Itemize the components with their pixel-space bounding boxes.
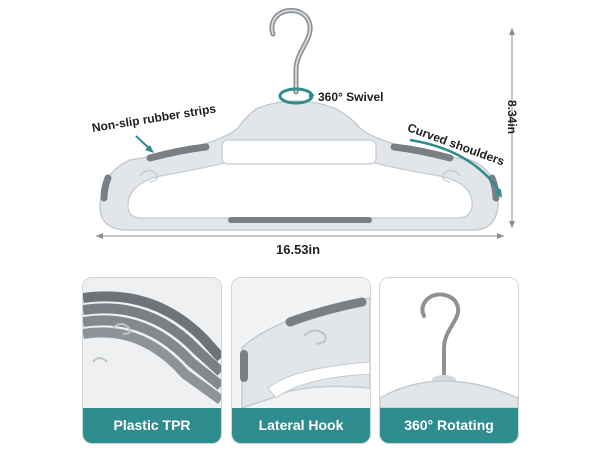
lateral-hook-image bbox=[232, 278, 370, 408]
rubber-strip-right bbox=[390, 143, 454, 162]
shoulder-arrow-icon bbox=[409, 138, 502, 193]
panel-360-rotating: 360° Rotating bbox=[379, 277, 519, 444]
width-label: 16.53in bbox=[276, 242, 321, 257]
height-label: 8.34in bbox=[505, 99, 520, 135]
hanger-illustration bbox=[96, 8, 515, 239]
rubber-strip-left-end bbox=[100, 174, 112, 202]
rubber-strip-left bbox=[146, 143, 210, 162]
metal-hook bbox=[269, 8, 313, 95]
rotating-hook-image bbox=[380, 278, 518, 408]
lateral-hook-left bbox=[139, 169, 158, 183]
panel-lateral-hook: Lateral Hook bbox=[231, 277, 371, 444]
stacked-hangers-image bbox=[83, 278, 221, 408]
caption-lateral-hook: Lateral Hook bbox=[232, 408, 370, 443]
lateral-hook-right bbox=[442, 169, 461, 183]
caption-360-rotating: 360° Rotating bbox=[380, 408, 518, 443]
rubber-strip-bottom bbox=[228, 217, 372, 223]
caption-plastic-tpr: Plastic TPR bbox=[83, 408, 221, 443]
rubber-strip-right-end bbox=[488, 174, 500, 202]
panel-plastic-tpr: Plastic TPR bbox=[82, 277, 222, 444]
hanger-inner-slot bbox=[221, 139, 377, 165]
swivel-label: 360° Swivel bbox=[318, 90, 384, 104]
